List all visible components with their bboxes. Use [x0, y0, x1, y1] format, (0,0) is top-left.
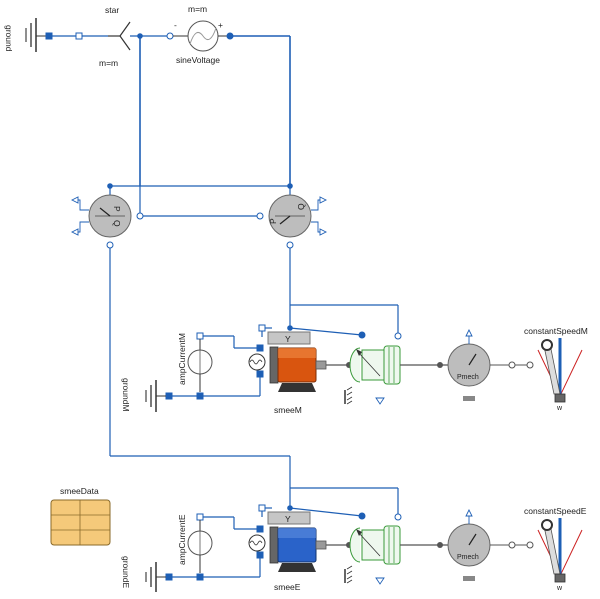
constant-speed-m[interactable]: constantSpeedM w — [524, 326, 588, 412]
amp-current-m-label: ampCurrentM — [177, 333, 187, 385]
fixed-m — [344, 386, 353, 405]
sensor-right-q: Q — [296, 203, 306, 210]
ground-m[interactable]: groundM — [121, 378, 166, 412]
ground-label: ground — [4, 25, 14, 52]
pmech-e-out — [465, 508, 473, 517]
sine-voltage-component[interactable]: m=m - + sineVoltage — [173, 4, 230, 65]
machine-e-y: Y — [285, 514, 291, 524]
sine-minus-label: - — [174, 20, 177, 30]
amp-current-e[interactable]: ampCurrentE — [177, 513, 213, 573]
sine-param: m=m — [188, 4, 207, 14]
machine-smee-m[interactable]: Y smeeM — [267, 331, 327, 415]
sensor-left-out-q — [70, 228, 79, 236]
amp-current-e-label: ampCurrentE — [177, 514, 187, 565]
ground-e-label: groundE — [121, 556, 131, 588]
star-pin-n — [75, 32, 83, 40]
constant-speed-m-label: constantSpeedM — [524, 326, 588, 336]
sine-pin-p — [226, 32, 234, 40]
excitation-m[interactable] — [248, 353, 266, 371]
power-sensor-right[interactable]: P Q — [268, 194, 328, 238]
star-param: m=m — [99, 58, 118, 68]
sensor-right-p: P — [268, 218, 278, 224]
pmech-m-out — [465, 328, 473, 337]
w-m-label: w — [556, 405, 563, 412]
clutch-e-out — [375, 577, 385, 585]
sensor-right-out-q — [319, 228, 328, 236]
fixed-e — [344, 565, 353, 584]
power-sensor-left[interactable]: P Q — [70, 194, 132, 238]
sensor-left-p: P — [112, 206, 122, 212]
pmech-m-label: Pmech — [457, 374, 479, 381]
smee-data-label: smeeData — [60, 486, 99, 496]
pmech-e-label: Pmech — [457, 554, 479, 561]
machine-smee-e[interactable]: Y smeeE — [267, 511, 327, 592]
sine-pin-n — [166, 32, 174, 40]
power-sensor-mech-m[interactable]: Pmech — [447, 328, 491, 401]
constant-speed-e-label: constantSpeedE — [524, 506, 587, 516]
w-e-label: w — [556, 585, 563, 592]
machine-m-y: Y — [285, 334, 291, 344]
ground-component[interactable]: ground — [4, 18, 48, 52]
clutch-m[interactable] — [349, 345, 401, 385]
ground-e[interactable]: groundE — [121, 556, 166, 592]
clutch-m-out — [375, 397, 385, 405]
star-label: star — [105, 5, 119, 15]
constant-speed-e[interactable]: constantSpeedE w — [524, 506, 587, 592]
smee-data-record[interactable]: smeeData — [50, 486, 111, 546]
sensor-left-q: Q — [112, 220, 122, 227]
sine-name-label: sineVoltage — [176, 55, 220, 65]
smee-e-label: smeeE — [274, 582, 301, 592]
sensor-left-out-p — [70, 196, 79, 204]
star-component[interactable]: star m=m — [99, 5, 131, 68]
excitation-e[interactable] — [248, 534, 266, 552]
ground-m-label: groundM — [121, 378, 131, 412]
smee-m-label: smeeM — [274, 405, 302, 415]
sensor-right-out-p — [319, 196, 328, 204]
clutch-e[interactable] — [349, 525, 401, 565]
ground-pin — [45, 32, 53, 40]
sine-plus-label: + — [218, 20, 223, 30]
power-sensor-mech-e[interactable]: Pmech — [447, 508, 491, 581]
amp-current-m[interactable]: ampCurrentM — [177, 332, 213, 392]
